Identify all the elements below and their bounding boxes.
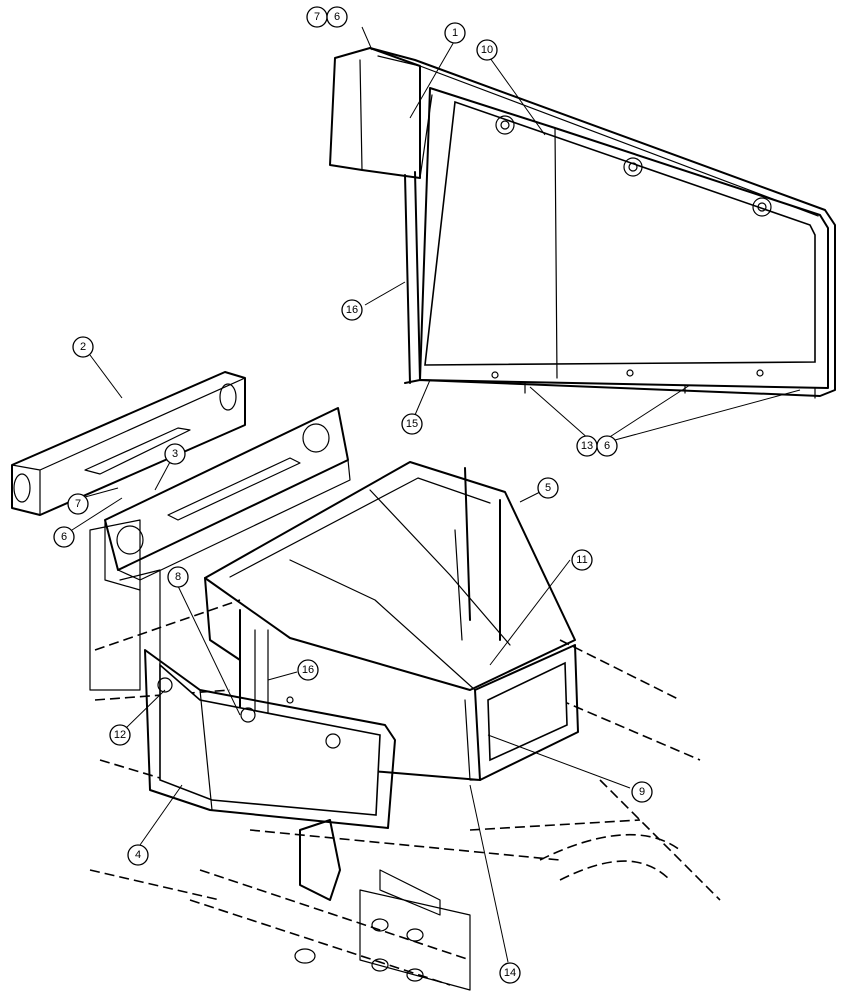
callout-3: 3	[164, 443, 186, 465]
knob	[325, 733, 341, 749]
callout-2: 2	[72, 336, 94, 358]
svg-text:14: 14	[504, 967, 516, 979]
callout-4: 4	[127, 844, 149, 866]
knob	[495, 115, 515, 135]
svg-text:3: 3	[172, 448, 178, 460]
knob	[752, 197, 772, 217]
mounting-frame	[104, 407, 351, 591]
svg-text:12: 12	[114, 729, 126, 741]
callout-6: 6	[326, 6, 348, 28]
svg-text:13: 13	[581, 440, 593, 452]
callout-8: 8	[167, 566, 189, 588]
callout-7: 7	[306, 6, 328, 28]
knob	[157, 677, 173, 693]
cab-frame	[204, 461, 579, 781]
svg-text:11: 11	[576, 554, 587, 566]
knob	[623, 157, 643, 177]
callout-6: 6	[596, 435, 618, 457]
callout-11: 11	[571, 549, 593, 571]
callout-13: 13	[576, 435, 598, 457]
callout-14: 14	[499, 962, 521, 984]
side-door-panel	[329, 47, 836, 399]
svg-text:15: 15	[406, 418, 418, 430]
svg-text:6: 6	[61, 531, 67, 543]
svg-text:2: 2	[80, 341, 86, 353]
svg-text:6: 6	[334, 11, 340, 23]
svg-text:6: 6	[604, 440, 610, 452]
callout-9: 9	[631, 781, 653, 803]
svg-text:16: 16	[346, 304, 358, 316]
leader-lines	[71, 26, 801, 963]
callout-7: 7	[67, 493, 89, 515]
callout-16: 16	[297, 659, 319, 681]
svg-text:1: 1	[452, 27, 458, 39]
knob	[240, 707, 256, 723]
callout-1: 1	[444, 22, 466, 44]
svg-text:10: 10	[481, 44, 493, 56]
front-door	[144, 649, 396, 829]
svg-text:7: 7	[314, 11, 320, 23]
callout-5: 5	[537, 477, 559, 499]
svg-text:16: 16	[302, 664, 314, 676]
callout-16: 16	[341, 299, 363, 321]
callout-10: 10	[476, 39, 498, 61]
callout-6: 6	[53, 526, 75, 548]
callout-12: 12	[109, 724, 131, 746]
cover-plate	[11, 371, 246, 516]
svg-text:8: 8	[175, 571, 181, 583]
svg-text:7: 7	[75, 498, 81, 510]
svg-text:9: 9	[639, 786, 645, 798]
svg-text:4: 4	[135, 849, 141, 861]
callout-15: 15	[401, 413, 423, 435]
svg-text:5: 5	[545, 482, 551, 494]
